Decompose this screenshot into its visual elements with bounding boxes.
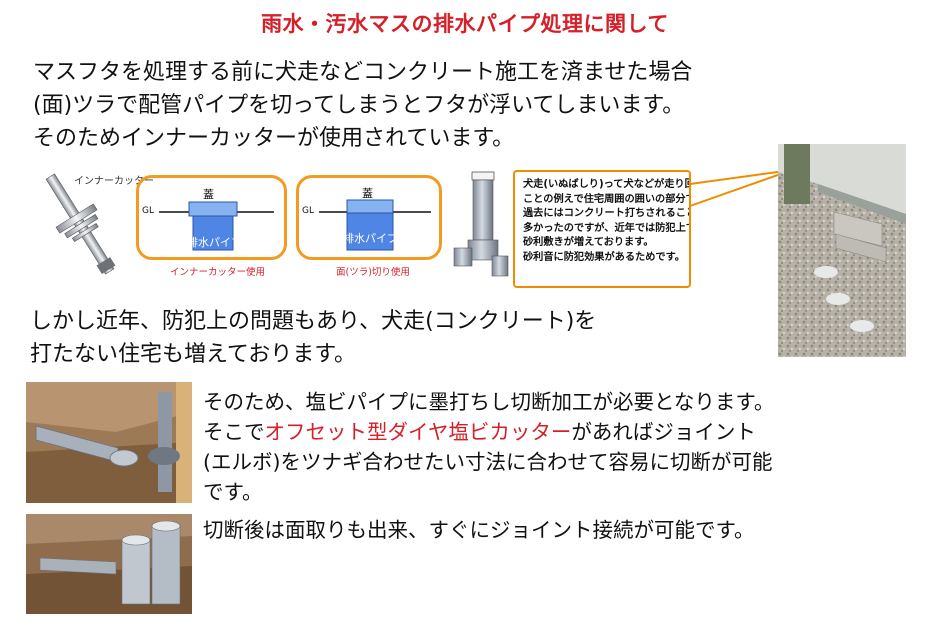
middle-paragraph: しかし近年、防犯上の問題もあり、犬走(コンクリート)を 打たない住宅も増えており… bbox=[30, 305, 596, 371]
middle-line-2: 打たない住宅も増えております。 bbox=[30, 342, 357, 367]
left-lid-label: 蓋 bbox=[203, 188, 214, 201]
slide-title: 雨水・汚水マスの排水パイプ処理に関して bbox=[261, 12, 669, 36]
gravel-yard-photo bbox=[778, 144, 906, 357]
diagram-face-cut: 蓋 GL 排水パイプ bbox=[296, 175, 442, 260]
callout-pointer bbox=[690, 169, 793, 208]
after-cut-paragraph: 切断後は面取りも出来、すぐにジョイント接続が可能です。 bbox=[203, 518, 755, 542]
inubashiri-callout: 犬走(いぬばしり)って犬などが走り回る ことの例えで住宅周囲の囲いの部分です。 … bbox=[513, 170, 691, 288]
diagram-inner-cutter: 蓋 GL 排水パイプ bbox=[136, 175, 287, 260]
trench-pipe-photo-2 bbox=[26, 514, 192, 614]
detail-line-1: そのため、塩ビパイプに墨打ちし切断加工が必要となります。 bbox=[203, 390, 775, 414]
pipe-fitting-icon bbox=[453, 171, 509, 277]
inner-cutter-illustration: インナーカッター bbox=[30, 168, 154, 280]
detail-line-2-suffix: があればジョイント bbox=[571, 420, 756, 444]
callout-line-4: 多かったのですが、近年では防犯上で bbox=[523, 222, 691, 234]
intro-line-2: (面)ツラで配管パイプを切ってしまうとフタが浮いてしまいます。 bbox=[33, 93, 685, 118]
right-pipe-label: 排水パイプ bbox=[343, 232, 398, 245]
callout-line-1: 犬走(いぬばしり)って犬などが走り回る bbox=[523, 179, 691, 190]
detail-line-3: (エルボ)をツナギ合わせたい寸法に合わせて容易に切断が可能 bbox=[203, 450, 773, 474]
left-diagram-caption: インナーカッター使用 bbox=[170, 267, 266, 278]
detail-line-2-prefix: そこで bbox=[203, 420, 265, 444]
right-lid-label: 蓋 bbox=[362, 187, 373, 200]
middle-line-1: しかし近年、防犯上の問題もあり、犬走(コンクリート)を bbox=[30, 309, 597, 334]
callout-line-5: 砂利敷きが増えております。 bbox=[523, 237, 654, 249]
intro-paragraph: マスフタを処理する前に犬走などコンクリート施工を済ませた場合 (面)ツラで配管パ… bbox=[33, 56, 692, 155]
callout-line-2: ことの例えで住宅周囲の囲いの部分です。 bbox=[523, 193, 689, 205]
left-pipe-label: 排水パイプ bbox=[187, 236, 242, 249]
intro-line-1: マスフタを処理する前に犬走などコンクリート施工を済ませた場合 bbox=[33, 60, 693, 85]
intro-line-3: そのためインナーカッターが使用されています。 bbox=[33, 126, 515, 151]
inner-cutter-icon bbox=[45, 173, 116, 275]
offset-diamond-cutter-highlight: オフセット型ダイヤ塩ビカッター bbox=[264, 420, 572, 444]
detail-line-2: そこでオフセット型ダイヤ塩ビカッターがあればジョイント bbox=[203, 417, 774, 447]
left-gl-label: GL bbox=[142, 206, 154, 216]
callout-line-3: 過去にはコンクリート打ちされることが bbox=[523, 208, 691, 220]
detail-line-4: です。 bbox=[203, 480, 263, 504]
trench-pipe-photo-1 bbox=[26, 382, 192, 503]
right-gl-label: GL bbox=[302, 206, 314, 216]
detail-paragraph: そのため、塩ビパイプに墨打ちし切断加工が必要となります。 そこでオフセット型ダイ… bbox=[203, 387, 774, 507]
inner-cutter-label: インナーカッター bbox=[74, 176, 154, 187]
right-diagram-caption: 面(ツラ)切り使用 bbox=[336, 267, 410, 278]
callout-line-6: 砂利音に防犯効果があるためです。 bbox=[523, 251, 685, 263]
